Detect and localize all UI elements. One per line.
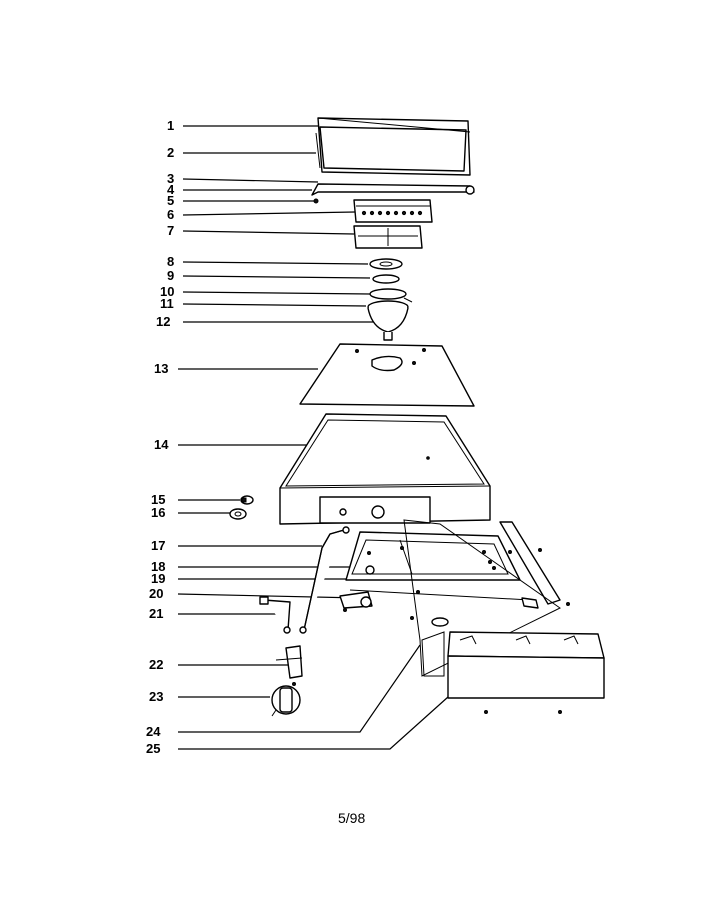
- callout-12: 12: [156, 314, 170, 329]
- callout-15: 15: [151, 492, 165, 507]
- callout-5: 5: [167, 193, 174, 208]
- callout-22: 22: [149, 657, 163, 672]
- callout-21: 21: [149, 606, 163, 621]
- part-top-cover: [315, 117, 471, 176]
- page-footer: 5/98: [338, 810, 365, 826]
- callout-24: 24: [146, 724, 161, 739]
- callout-20: 20: [149, 586, 163, 601]
- callout-8: 8: [167, 254, 174, 269]
- part-knob: [271, 685, 301, 717]
- callout-1: 1: [167, 118, 174, 133]
- callout-6: 6: [167, 207, 174, 222]
- part-burner-frame: [339, 531, 531, 612]
- callout-3: 3: [167, 171, 174, 186]
- callout-14: 14: [154, 437, 169, 452]
- callout-7: 7: [167, 223, 174, 238]
- part-bracket: [353, 225, 423, 249]
- part-filter-grille: [353, 199, 433, 223]
- callout-11: 11: [160, 296, 174, 311]
- part-motor: [367, 300, 409, 341]
- callout-25: 25: [146, 741, 160, 756]
- part-hood-top: [299, 343, 475, 407]
- part-valve: [275, 645, 303, 686]
- callout-23: 23: [149, 689, 163, 704]
- part-drawer: [447, 631, 605, 714]
- callout-9: 9: [167, 268, 174, 283]
- part-fan-plate: [369, 288, 413, 303]
- callout-10: 10: [160, 284, 174, 299]
- callout-4: 4: [167, 182, 175, 197]
- callout-13: 13: [154, 361, 168, 376]
- part-pipe: [299, 526, 350, 634]
- part-fitting-b: [229, 508, 247, 520]
- callout-16: 16: [151, 505, 165, 520]
- part-hood-body: [279, 413, 491, 525]
- callout-17: 17: [151, 538, 165, 553]
- part-light-rod: [311, 183, 475, 204]
- part-gasket: [372, 274, 400, 284]
- leader-lines: [177, 125, 449, 750]
- part-back-panel: [421, 631, 445, 677]
- part-ring: [369, 258, 403, 270]
- callout-19: 19: [151, 571, 165, 586]
- part-elbow-pipe: [259, 596, 291, 634]
- callout-numbers: 1 2 3 4 5 6 7 8 9 10 11 12 13 14 15 16 1…: [146, 118, 175, 756]
- callout-2: 2: [167, 145, 174, 160]
- part-side-rail: [403, 519, 570, 677]
- callout-18: 18: [151, 559, 165, 574]
- part-fitting-a: [240, 495, 254, 505]
